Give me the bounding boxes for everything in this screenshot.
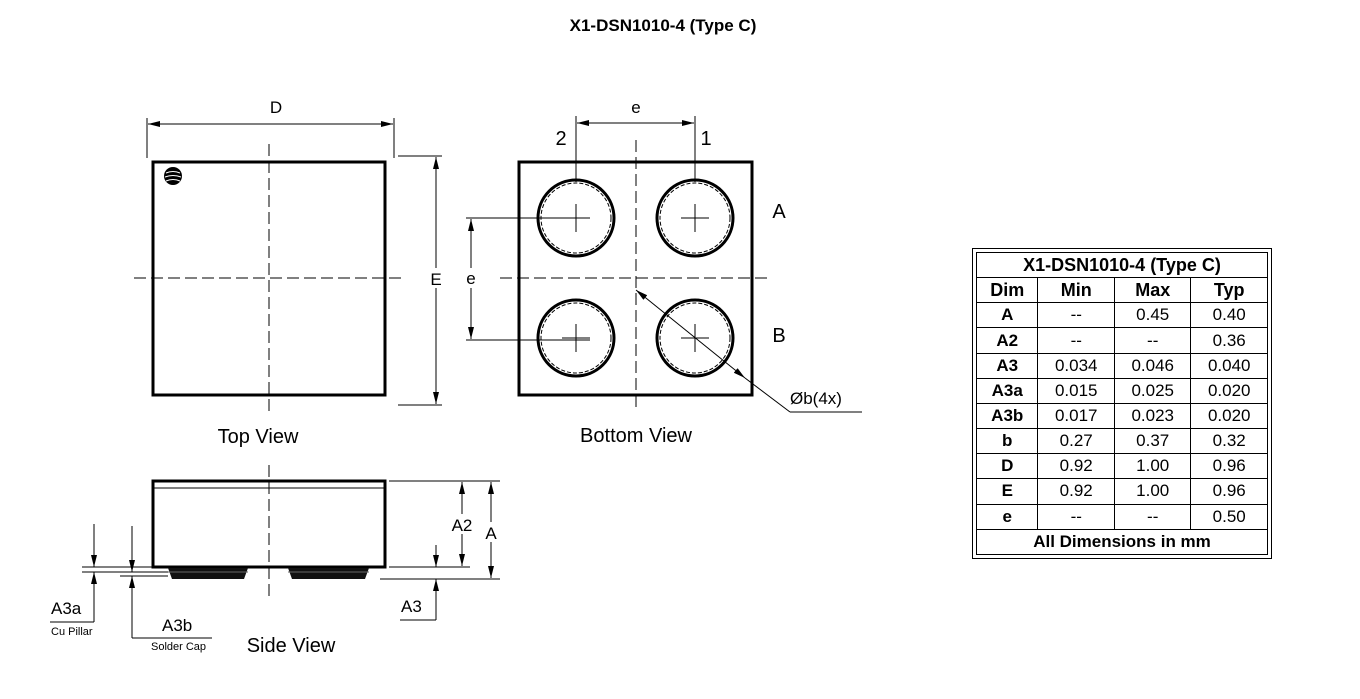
table-row: e -- -- 0.50 (975, 503, 1268, 530)
top-view: D E Top View (134, 98, 446, 448)
table-cell: 0.96 (1190, 478, 1268, 505)
solder-cap-label: Solder Cap (151, 641, 206, 653)
bump-right (288, 568, 369, 579)
dim-e-label: E (430, 270, 441, 289)
table-row: A -- 0.45 0.40 (975, 302, 1268, 329)
ball-b2 (536, 298, 616, 378)
table-row: A3a 0.015 0.025 0.020 (975, 377, 1268, 404)
table-cell: -- (1113, 327, 1192, 354)
dim-a-label: A (485, 524, 497, 543)
table-cell: A2 (975, 327, 1039, 354)
table-cell: 0.046 (1113, 352, 1192, 379)
row-a-label: A (772, 201, 786, 223)
dim-e-pitch-vertical-label: e (466, 269, 475, 288)
table-row: b 0.27 0.37 0.32 (975, 428, 1268, 455)
ball-diameter-leader (635, 289, 746, 379)
table-cell: 0.96 (1190, 453, 1268, 480)
table-cell: 1.00 (1113, 453, 1192, 480)
side-view-caption: Side View (247, 635, 336, 657)
dim-a3-label: A3 (401, 597, 422, 616)
table-cell: 0.020 (1190, 377, 1268, 404)
table-cell: 0.020 (1190, 402, 1268, 430)
table-cell: 0.36 (1190, 327, 1268, 354)
bump-left (168, 568, 248, 579)
table-cell: 0.017 (1037, 402, 1115, 430)
ball-diameter-label: Øb(4x) (790, 389, 842, 408)
table-cell: -- (1037, 302, 1115, 329)
table-cell: 0.40 (1190, 302, 1268, 329)
dim-e-pitch-horizontal-label: e (631, 98, 640, 117)
table-cell: 0.32 (1190, 428, 1268, 455)
table-cell: A (975, 302, 1039, 329)
table-row: E 0.92 1.00 0.96 (975, 478, 1268, 505)
table-cell: e (975, 503, 1039, 530)
table-cell: 0.023 (1113, 402, 1192, 430)
table-row: A2 -- -- 0.36 (975, 327, 1268, 354)
table-cell: b (975, 428, 1039, 455)
table-cell: -- (1037, 503, 1115, 530)
pin-1-label: 1 (700, 128, 711, 150)
table-cell: 0.015 (1037, 377, 1115, 404)
table-row: A3 0.034 0.046 0.040 (975, 352, 1268, 379)
side-view: A2 A A3 A3a Cu Pillar A3b Solder Cap Sid… (50, 465, 500, 657)
table-cell: 1.00 (1113, 478, 1192, 505)
table-cell: 0.27 (1037, 428, 1115, 455)
table-row: D 0.92 1.00 0.96 (975, 453, 1268, 480)
table-cell: 0.92 (1037, 453, 1115, 480)
cu-pillar-label: Cu Pillar (51, 626, 93, 638)
table-cell: A3b (975, 402, 1039, 430)
header-max: Max (1113, 277, 1192, 304)
table-header-row: Dim Min Max Typ (975, 277, 1268, 304)
table-cell: 0.040 (1190, 352, 1268, 379)
header-dim: Dim (975, 277, 1039, 304)
table-row: A3b 0.017 0.023 0.020 (975, 402, 1268, 430)
bottom-view: e 2 1 e A B Øb(4x) Bottom View (461, 98, 862, 447)
diagram-title: X1-DSN1010-4 (Type C) (569, 16, 757, 35)
row-b-label: B (772, 325, 785, 347)
table-title: X1-DSN1010-4 (Type C) (976, 251, 1268, 279)
dimension-table: X1-DSN1010-4 (Type C) Dim Min Max Typ A … (972, 248, 1272, 559)
table-footer: All Dimensions in mm (976, 528, 1268, 556)
ball-a1 (655, 178, 735, 258)
dim-a3a-label: A3a (51, 599, 82, 618)
table-cell: A3 (975, 352, 1039, 379)
bottom-view-caption: Bottom View (580, 425, 692, 447)
top-view-caption: Top View (218, 426, 299, 448)
header-min: Min (1037, 277, 1115, 304)
table-cell: 0.45 (1113, 302, 1192, 329)
table-cell: 0.034 (1037, 352, 1115, 379)
pin-2-label: 2 (555, 128, 566, 150)
dim-d-label: D (270, 98, 282, 117)
table-cell: 0.37 (1113, 428, 1192, 455)
table-cell: -- (1113, 503, 1192, 530)
table-cell: D (975, 453, 1039, 480)
table-cell: 0.50 (1190, 503, 1268, 530)
table-cell: 0.92 (1037, 478, 1115, 505)
table-cell: A3a (975, 377, 1039, 404)
table-cell: E (975, 478, 1039, 505)
header-typ: Typ (1190, 277, 1268, 304)
dim-a2-label: A2 (452, 516, 473, 535)
table-cell: 0.025 (1113, 377, 1192, 404)
table-cell: -- (1037, 327, 1115, 354)
dim-a3b-label: A3b (162, 616, 192, 635)
